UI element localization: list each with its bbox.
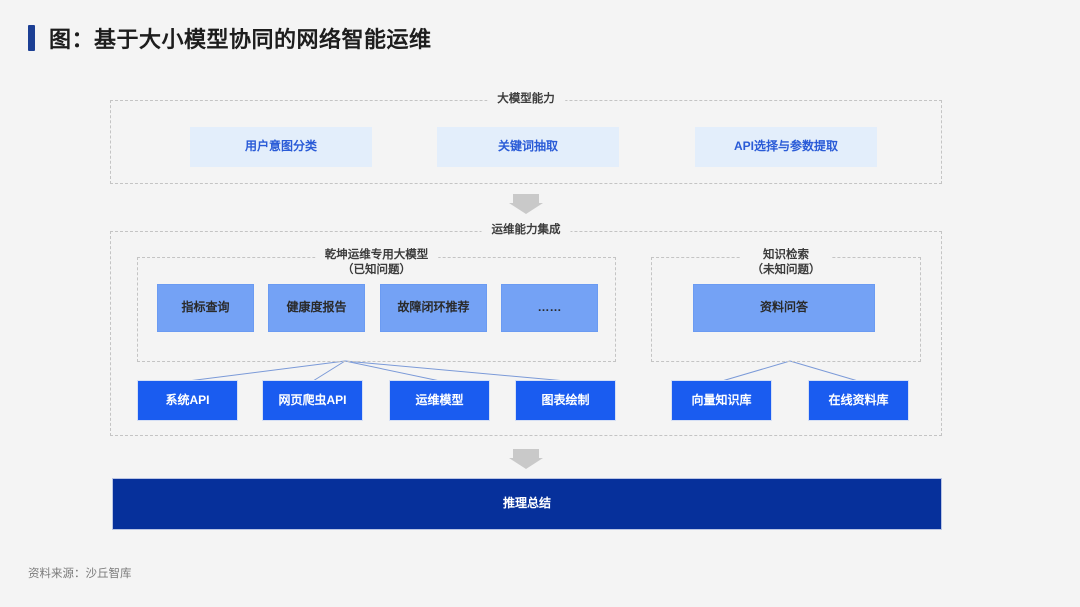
- capability-box-label: API选择与参数提取: [733, 139, 838, 154]
- page-title: 图：基于大小模型协同的网络智能运维: [49, 27, 432, 52]
- api-box-ops-model[interactable]: 运维模型: [389, 380, 490, 421]
- subgroup-label-knowledge-retrieval: 知识检索 （未知问题）: [741, 248, 831, 278]
- api-box-web-crawler-api[interactable]: 网页爬虫API: [262, 380, 363, 421]
- capability-box-label: 关键词抽取: [497, 139, 558, 154]
- api-box-label: 网页爬虫API: [278, 392, 347, 407]
- flow-arrow-down-2: [509, 449, 543, 474]
- ops-box-label: 故障闭环推荐: [397, 300, 470, 315]
- subgroup-label-line1: 知识检索: [763, 249, 809, 261]
- summary-bar-inference-conclusion[interactable]: 推理总结: [112, 478, 942, 530]
- footer-source-note: 资料来源：沙丘智库: [28, 568, 132, 580]
- ops-box-label: 指标查询: [181, 300, 230, 315]
- ops-box-ellipsis[interactable]: ……: [501, 284, 598, 332]
- group-ops-capability-integration: 运维能力集成: [110, 223, 942, 436]
- capability-box-label: 用户意图分类: [244, 139, 317, 154]
- subgroup-label-qiankun-ops-model: 乾坤运维专用大模型 （已知问题）: [314, 248, 439, 278]
- subgroup-label-line1: 乾坤运维专用大模型: [324, 249, 429, 261]
- api-box-chart-drawing[interactable]: 图表绘制: [515, 380, 616, 421]
- group-model-capability: 大模型能力: [110, 92, 942, 184]
- capability-box-intent-classification[interactable]: 用户意图分类: [190, 127, 372, 167]
- api-box-label: 图表绘制: [541, 392, 590, 407]
- api-box-system-api[interactable]: 系统API: [137, 380, 238, 421]
- knowledge-box-document-qa[interactable]: 资料问答: [693, 284, 875, 332]
- knowledge-box-label: 资料问答: [759, 300, 808, 315]
- subgroup-label-line2: （未知问题）: [751, 264, 821, 276]
- ops-box-label: ……: [537, 300, 562, 315]
- group-label-model-capability: 大模型能力: [487, 92, 565, 107]
- ops-box-fault-closedloop-recommend[interactable]: 故障闭环推荐: [380, 284, 487, 332]
- api-box-label: 系统API: [165, 392, 210, 407]
- title-accent-bar: [28, 25, 35, 51]
- page-header: 图：基于大小模型协同的网络智能运维: [28, 22, 432, 54]
- ops-box-metric-query[interactable]: 指标查询: [157, 284, 254, 332]
- api-box-label: 运维模型: [415, 392, 464, 407]
- api-box-online-material-base[interactable]: 在线资料库: [808, 380, 909, 421]
- summary-bar-label: 推理总结: [502, 496, 551, 511]
- ops-box-health-report[interactable]: 健康度报告: [268, 284, 365, 332]
- capability-box-api-selection[interactable]: API选择与参数提取: [695, 127, 877, 167]
- ops-box-label: 健康度报告: [286, 300, 347, 315]
- subgroup-knowledge-retrieval: 知识检索 （未知问题）: [651, 248, 921, 362]
- group-label-ops-integration: 运维能力集成: [481, 223, 571, 238]
- api-box-label: 在线资料库: [828, 392, 889, 407]
- api-box-label: 向量知识库: [691, 392, 752, 407]
- api-box-vector-knowledge-base[interactable]: 向量知识库: [671, 380, 772, 421]
- flow-arrow-down-1: [509, 194, 543, 219]
- capability-box-keyword-extraction[interactable]: 关键词抽取: [437, 127, 619, 167]
- subgroup-qiankun-ops-model: 乾坤运维专用大模型 （已知问题）: [137, 248, 616, 362]
- subgroup-label-line2: （已知问题）: [342, 264, 411, 276]
